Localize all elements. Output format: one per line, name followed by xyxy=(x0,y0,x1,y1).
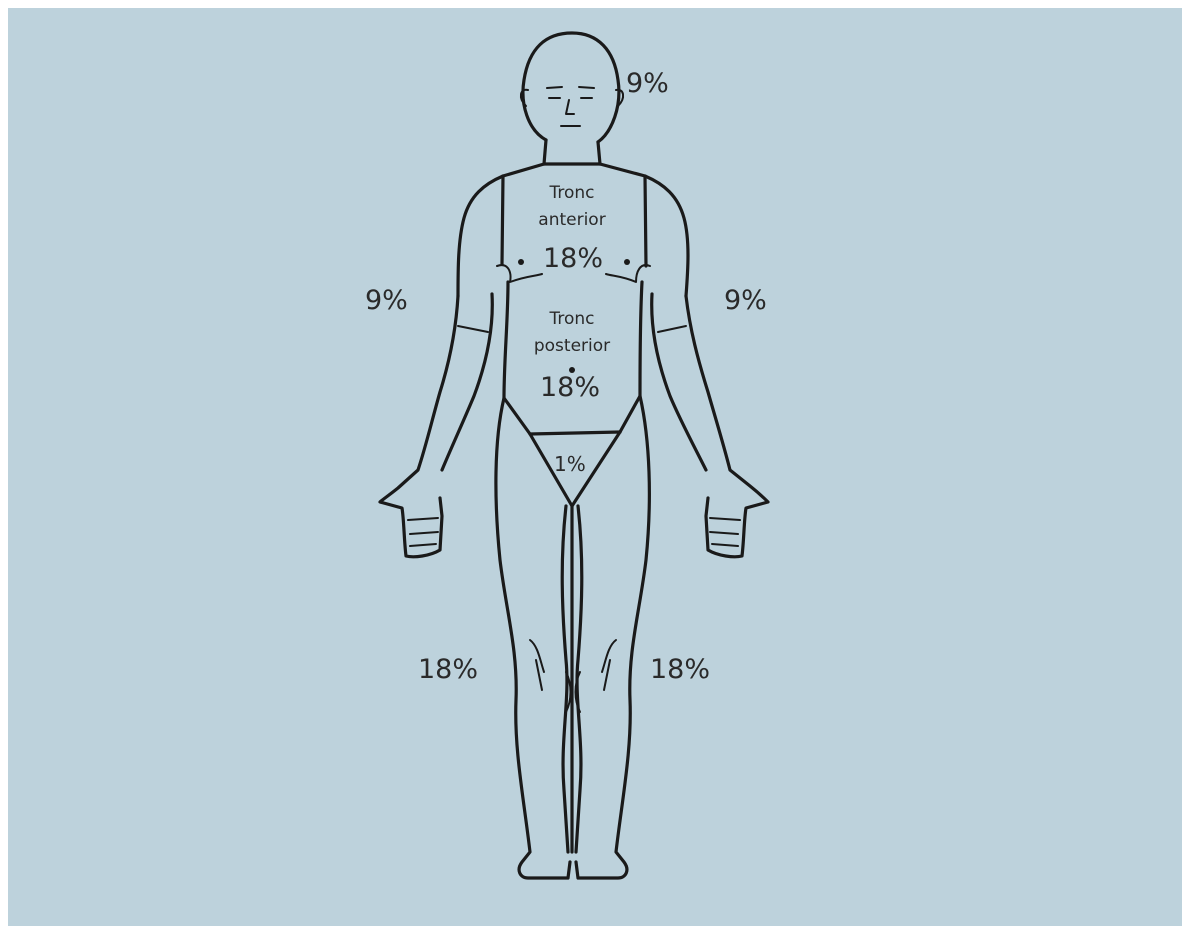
leg-left-inner xyxy=(562,506,568,852)
leg-right-percent: 18% xyxy=(650,654,710,685)
neck-right xyxy=(598,142,600,164)
leg-right-outer xyxy=(576,396,649,878)
fingers-right xyxy=(710,518,740,546)
fingers-left xyxy=(408,518,438,546)
trunk-side-right xyxy=(645,176,646,266)
trunk-anterior-name-1: Tronc xyxy=(534,180,610,207)
waist-right xyxy=(620,282,642,432)
perineum-percent: 1% xyxy=(554,452,586,476)
trunk-posterior-label: Tronc posterior xyxy=(530,306,614,360)
pelvis-line xyxy=(530,432,620,434)
nipple-left xyxy=(518,259,524,265)
nipple-right xyxy=(624,259,630,265)
elbow-right xyxy=(658,326,686,332)
head-percent: 9% xyxy=(626,68,669,99)
neck-left xyxy=(544,140,546,164)
brow-right xyxy=(579,87,594,88)
leg-left-percent: 18% xyxy=(418,654,478,685)
nose xyxy=(566,100,574,114)
waist-left xyxy=(504,282,530,434)
trunk-posterior-percent: 18% xyxy=(540,372,600,403)
trunk-anterior-name-2: anterior xyxy=(534,207,610,234)
chest-left xyxy=(497,265,542,282)
arm-left-outer xyxy=(380,296,458,557)
trunk-anterior-percent: 18% xyxy=(543,243,603,274)
arm-right-percent: 9% xyxy=(724,285,767,316)
arm-left-inner xyxy=(442,294,492,470)
arm-left-percent: 9% xyxy=(365,285,408,316)
elbow-left xyxy=(458,326,488,332)
arm-right-inner xyxy=(652,294,706,470)
trunk-side-left xyxy=(502,176,503,264)
brow-left xyxy=(547,87,562,88)
trunk-anterior-label: Tronc anterior xyxy=(534,180,610,234)
trunk-posterior-name-1: Tronc xyxy=(530,306,614,333)
knee-right xyxy=(602,640,616,690)
arm-right-outer xyxy=(686,296,768,557)
knee-left xyxy=(530,640,544,690)
chest-right xyxy=(606,265,650,282)
trunk-posterior-name-2: posterior xyxy=(530,333,614,360)
